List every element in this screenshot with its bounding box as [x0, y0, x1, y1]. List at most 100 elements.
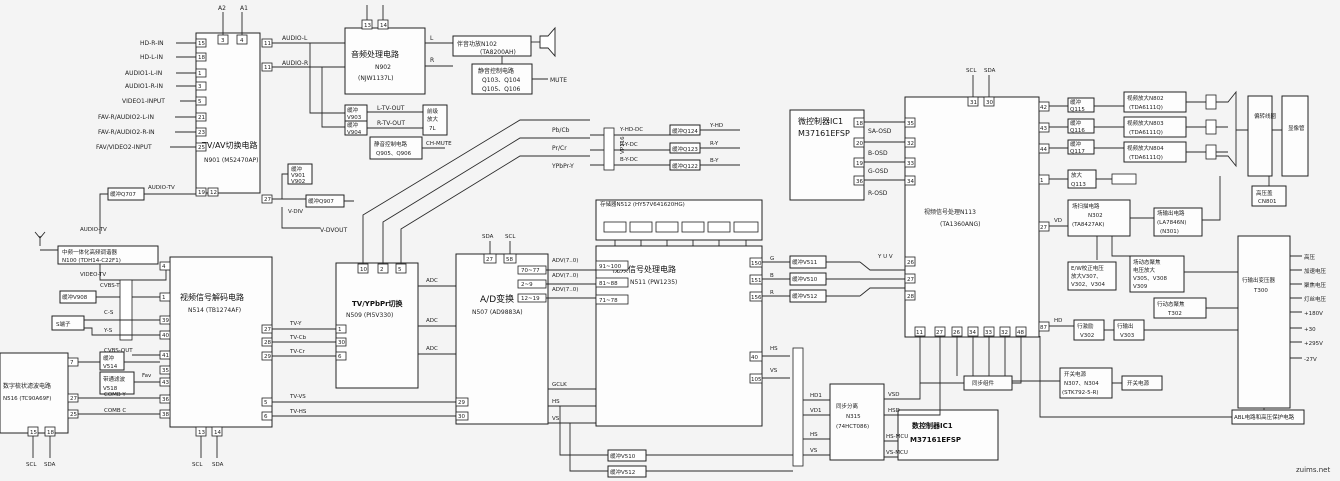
mcu-sub: M37161EFSP: [798, 129, 850, 138]
svg-text:1: 1: [198, 71, 202, 77]
buf-v901-title: 缓冲: [291, 165, 303, 173]
n516-title: 数字梳状滤波电路: [3, 382, 51, 390]
svg-text:10: 10: [360, 267, 367, 273]
svg-text:34: 34: [969, 330, 976, 336]
block-terminal: [51, 315, 85, 331]
svg-text:48: 48: [1017, 330, 1024, 336]
label-comb-y: COMB Y: [104, 392, 126, 398]
label-yuv: Y U V: [877, 254, 893, 260]
svg-text:40: 40: [162, 333, 169, 339]
svg-text:6: 6: [264, 414, 268, 420]
scan-out-title: 场输出电路: [1157, 209, 1185, 217]
buf-q117-title: 缓冲: [1070, 140, 1082, 148]
label-crt: 显像管: [1288, 124, 1305, 132]
hdrive-sub2: V305、V308: [1133, 276, 1168, 282]
svg-text:32: 32: [907, 141, 914, 147]
buf-v510-title: 缓冲V510: [792, 275, 818, 283]
label-gclk: GCLK: [552, 382, 567, 388]
hdrive-sub: 电压放大: [1133, 266, 1156, 274]
label-g: G: [770, 256, 774, 262]
svg-text:27: 27: [264, 327, 271, 333]
amp-n803-title: 视频放大N803: [1127, 119, 1164, 127]
block-hdrive: [1129, 255, 1185, 293]
label-b-osd: B-OSD: [868, 150, 888, 157]
svg-text:25: 25: [70, 412, 77, 418]
svg-text:30: 30: [338, 340, 345, 346]
svg-text:14: 14: [380, 23, 387, 29]
label-tv-y: TV-Y: [289, 321, 302, 327]
sync-sep-sub2: (74HCT086): [836, 424, 869, 430]
label-b-180: +180V: [1304, 311, 1323, 317]
buf-v903-sub: V903: [347, 115, 362, 121]
hdrive-sub3: V309: [1133, 284, 1148, 290]
svg-text:4: 4: [162, 264, 166, 270]
block-tuner: [57, 245, 159, 265]
n509-title: TV/YPbPr切换: [352, 299, 404, 308]
buf-v512b-title: 缓冲V512: [610, 468, 635, 476]
buf-v511-title: 缓冲V511: [792, 258, 817, 266]
connector-vp116: [603, 127, 615, 171]
label-cvbs-out: CVBS-OUT: [104, 348, 133, 354]
label-adv-b: ADV(7..0): [552, 273, 578, 279]
svg-text:34: 34: [907, 179, 914, 185]
label-sa-osd: SA-OSD: [868, 128, 892, 135]
hdrv-sub: V302: [1080, 333, 1094, 339]
svg-text:40: 40: [751, 355, 758, 361]
svg-text:6: 6: [338, 354, 342, 360]
hout-sub: V303: [1120, 333, 1135, 339]
svg-text:35: 35: [162, 368, 169, 374]
label-video1-input: VIDEO1-INPUT: [122, 98, 165, 105]
n102-title: 伴音功放N102: [457, 40, 497, 48]
label-hs: HS: [552, 399, 560, 405]
n511-sub: N511 (PW1235): [630, 279, 677, 286]
svg-text:26: 26: [907, 260, 914, 266]
svg-text:27: 27: [264, 197, 271, 203]
svg-text:29: 29: [264, 354, 271, 360]
label-hd1: HD1: [810, 393, 822, 399]
buf-q115-sub: Q115: [1070, 107, 1085, 113]
svg-text:19: 19: [198, 190, 205, 196]
hfocus-title: 行动态聚焦: [1157, 300, 1185, 308]
block-ew: [1067, 261, 1117, 291]
svg-text:28: 28: [264, 340, 271, 346]
hfocus-sub: T302: [1167, 311, 1182, 317]
label-deflection: 偏转线圈: [1254, 112, 1277, 120]
label-adc3: ADC: [426, 346, 438, 352]
svg-text:12~19: 12~19: [521, 296, 540, 302]
svg-text:27: 27: [70, 396, 77, 402]
mcu2-sub: M37161EFSP: [910, 436, 961, 444]
label-vd1: VD1: [810, 408, 822, 414]
block-filter: [99, 371, 135, 395]
svg-text:12: 12: [210, 190, 217, 196]
svg-text:11: 11: [264, 65, 271, 71]
mute-ckt2-sub: Q905、Q906: [376, 151, 412, 157]
block-n516: [0, 352, 69, 434]
svg-text:23: 23: [198, 130, 205, 136]
svg-text:28: 28: [907, 294, 914, 300]
label-tv-cr: TV-Cr: [289, 349, 306, 355]
label-video-tv: VIDEO-TV: [80, 272, 106, 278]
label-sda2: SDA: [212, 462, 224, 468]
block-n512: [595, 199, 763, 241]
n902-title: 音频处理电路: [351, 49, 399, 59]
block-n509: [335, 262, 419, 389]
amp-cap-sub2: 7L: [429, 126, 436, 132]
label-audio1-r-in: AUDIO1-R-IN: [125, 83, 163, 90]
svg-text:5: 5: [264, 400, 268, 406]
buf-v908-title: 缓冲V908: [62, 293, 88, 301]
hdrive-title: 场动态聚焦: [1133, 258, 1161, 266]
svg-text:151: 151: [751, 278, 762, 284]
n511-title: 视频信号处理电路: [612, 264, 676, 274]
svg-text:18: 18: [198, 55, 205, 61]
label-scl3: SCL: [26, 462, 37, 468]
svg-text:20: 20: [856, 141, 863, 147]
svg-text:3: 3: [221, 38, 225, 44]
buf-v514-sub: V514: [103, 364, 118, 370]
buf-v904-sub: V904: [347, 130, 362, 136]
label-focus-v: 聚焦电压: [1304, 281, 1327, 289]
label-mute: MUTE: [550, 77, 567, 84]
n507-sub: N507 (AD9883A): [472, 309, 523, 316]
svg-text:43: 43: [162, 380, 169, 386]
svg-text:32: 32: [1001, 330, 1008, 336]
amp-cap-title: 前级: [427, 107, 439, 115]
